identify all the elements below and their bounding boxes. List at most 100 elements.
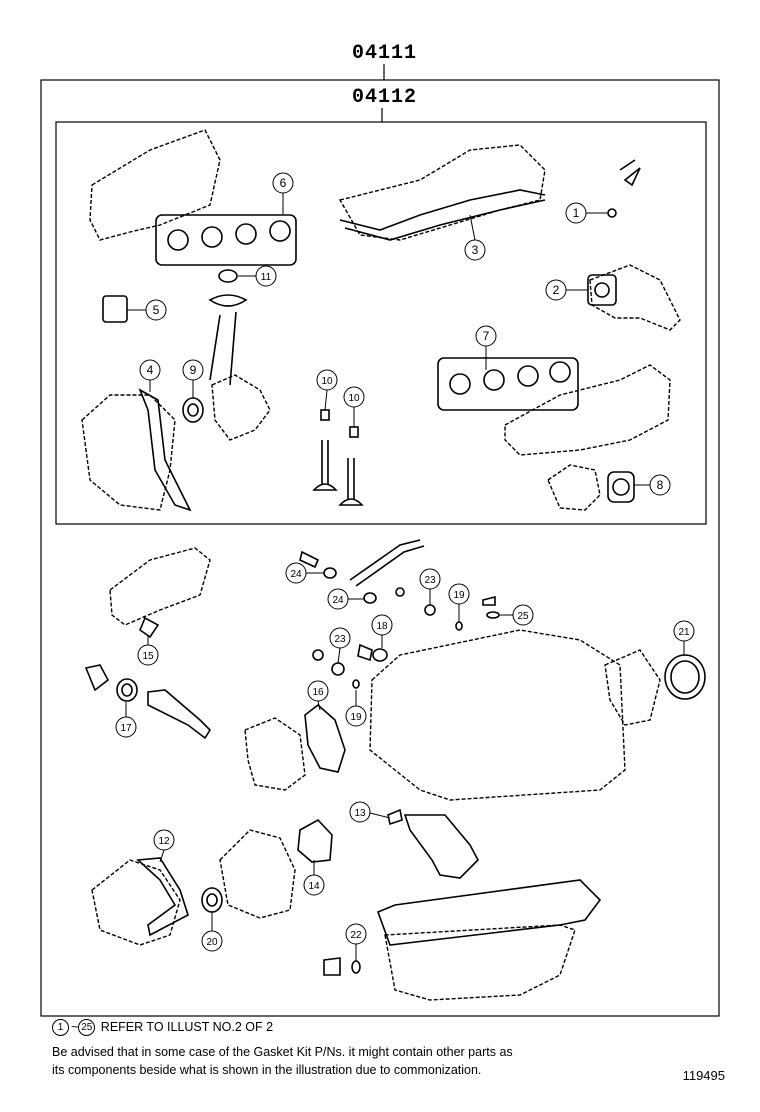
callout-19a: 19 bbox=[448, 583, 470, 605]
svg-text:17: 17 bbox=[120, 723, 132, 734]
callout-3: 3 bbox=[464, 239, 486, 261]
outer-kit-frame bbox=[40, 79, 720, 1017]
callout-24a: 24 bbox=[285, 562, 307, 584]
callout-6: 6 bbox=[272, 172, 294, 194]
svg-text:14: 14 bbox=[308, 881, 320, 892]
timing-cover-inner-drawing bbox=[219, 829, 296, 919]
ref-tilde: ~ bbox=[71, 1019, 79, 1034]
washer-23b bbox=[331, 662, 345, 676]
callout-23b: 23 bbox=[329, 627, 351, 649]
thermostat-gasket-8 bbox=[607, 471, 635, 503]
callout-10a: 10 bbox=[316, 369, 338, 391]
callout-7: 7 bbox=[475, 325, 497, 347]
rear-oil-seal-retainer-drawing bbox=[604, 649, 661, 726]
gasket-15 bbox=[139, 616, 160, 639]
timing-cover-upper-drawing bbox=[81, 394, 176, 511]
bolt-24a bbox=[299, 550, 320, 569]
oil-strainer-drawing bbox=[403, 814, 479, 879]
svg-text:22: 22 bbox=[350, 930, 362, 941]
timing-cover-gasket-12 bbox=[136, 857, 189, 937]
valve-stem-seal-10a bbox=[320, 409, 330, 421]
callout-20: 20 bbox=[201, 930, 223, 952]
ref-note-text: REFER TO ILLUST NO.2 OF 2 bbox=[100, 1019, 274, 1034]
svg-text:9: 9 bbox=[190, 363, 197, 377]
callout-8: 8 bbox=[649, 474, 671, 496]
plug-25 bbox=[482, 595, 496, 606]
callout-25: 25 bbox=[512, 604, 534, 626]
svg-text:12: 12 bbox=[158, 836, 170, 847]
drain-plug-drawing bbox=[323, 957, 341, 976]
pipe-gasket-drawing bbox=[208, 294, 248, 386]
svg-text:7: 7 bbox=[483, 329, 490, 343]
seal-ring-11 bbox=[218, 269, 238, 283]
callout-16: 16 bbox=[307, 680, 329, 702]
svg-text:20: 20 bbox=[206, 937, 218, 948]
svg-text:21: 21 bbox=[678, 627, 690, 638]
gasket-5 bbox=[102, 295, 128, 323]
illustration-id: 119495 bbox=[682, 1068, 725, 1083]
svg-text:19: 19 bbox=[350, 712, 362, 723]
oil-seal-20 bbox=[201, 887, 223, 913]
cylinder-head-cover-drawing bbox=[338, 144, 546, 241]
o-ring-19b bbox=[352, 679, 360, 689]
drain-plug-gasket-22 bbox=[351, 960, 361, 974]
kit-code-outer: 04111 bbox=[352, 42, 418, 65]
head-cover-gasket-3 bbox=[339, 189, 546, 241]
intake-elbow-drawing bbox=[109, 547, 211, 626]
oil-seal-9 bbox=[182, 397, 204, 423]
intake-manifold-gasket-6 bbox=[155, 214, 297, 266]
callout-24b: 24 bbox=[327, 588, 349, 610]
thermostat-housing-drawing bbox=[547, 464, 601, 511]
callout-5: 5 bbox=[145, 299, 167, 321]
svg-text:23: 23 bbox=[334, 634, 346, 645]
pipe-hose-drawing bbox=[349, 539, 425, 587]
gasket-13 bbox=[387, 808, 403, 826]
callout-22: 22 bbox=[345, 923, 367, 945]
callout-15: 15 bbox=[137, 644, 159, 666]
callout-13: 13 bbox=[349, 801, 371, 823]
water-pump-drawing bbox=[244, 717, 306, 791]
svg-text:24: 24 bbox=[290, 569, 302, 580]
svg-text:16: 16 bbox=[312, 687, 324, 698]
gasket-25 bbox=[486, 611, 500, 619]
ref-start-callout: 1 bbox=[52, 1019, 69, 1036]
advisory-line-1: Be advised that in some case of the Gask… bbox=[52, 1045, 513, 1059]
callout-14: 14 bbox=[303, 874, 325, 896]
timing-cover-gasket-4 bbox=[138, 388, 192, 512]
svg-text:6: 6 bbox=[280, 176, 287, 190]
ref-end-callout: 25 bbox=[78, 1019, 96, 1036]
svg-text:5: 5 bbox=[153, 303, 160, 317]
cylinder-block-drawing bbox=[369, 629, 626, 801]
callout-1: 1 bbox=[565, 202, 587, 224]
timing-cover-lower-drawing bbox=[91, 859, 181, 946]
callout-23a: 23 bbox=[419, 568, 441, 590]
svg-text:8: 8 bbox=[657, 478, 664, 492]
callout-2: 2 bbox=[545, 279, 567, 301]
callout-17: 17 bbox=[115, 716, 137, 738]
svg-text:24: 24 bbox=[332, 595, 344, 606]
water-pump-gasket-16 bbox=[304, 703, 346, 773]
svg-text:10: 10 bbox=[348, 393, 360, 404]
callout-11: 11 bbox=[255, 265, 277, 287]
svg-text:25: 25 bbox=[517, 611, 529, 622]
rear-oil-seal-21 bbox=[664, 654, 706, 700]
gasket-14 bbox=[297, 818, 333, 863]
svg-text:13: 13 bbox=[354, 808, 366, 819]
svg-text:1: 1 bbox=[573, 206, 580, 220]
sensor-plug-drawing bbox=[619, 159, 641, 187]
callout-4: 4 bbox=[139, 359, 161, 381]
seal-18 bbox=[372, 648, 388, 662]
valve-drawing-b bbox=[338, 458, 364, 506]
inner-kit-frame bbox=[55, 121, 707, 525]
washer-23a bbox=[424, 604, 436, 616]
callout-10b: 10 bbox=[343, 386, 365, 408]
oil-pan-body-drawing bbox=[384, 924, 576, 1001]
exhaust-manifold-drawing bbox=[504, 364, 671, 456]
advisory-line-2: its components beside what is shown in t… bbox=[52, 1063, 482, 1077]
water-outlet-drawing bbox=[589, 264, 681, 331]
o-ring-19a bbox=[455, 621, 463, 631]
svg-text:2: 2 bbox=[553, 283, 560, 297]
oil-seal-17 bbox=[116, 678, 138, 702]
oil-pan-gasket-drawing bbox=[376, 879, 602, 946]
